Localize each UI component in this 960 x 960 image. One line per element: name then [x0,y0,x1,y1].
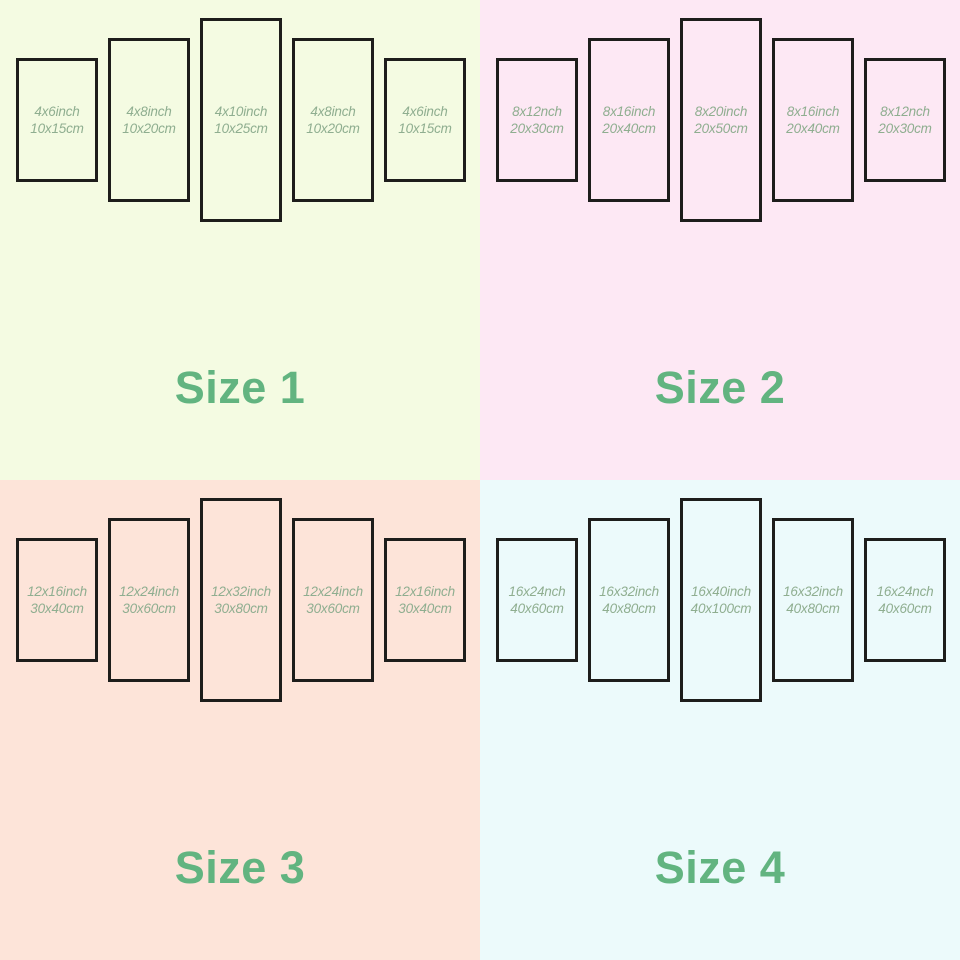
panel-size-cm: 10x20cm [306,121,360,136]
canvas-panel[interactable]: 4x6inch 10x15cm [16,58,98,182]
size-option-title: Size 1 [174,362,306,413]
panel-size-cm: 30x80cm [214,601,268,616]
canvas-panel[interactable]: 4x8inch 10x20cm [108,38,190,202]
size-option-title: Size 3 [174,842,306,893]
panel-size-inch: 8x16inch [786,104,840,119]
panel-size-inch: 8x20inch [694,104,748,119]
panel-size-cm: 20x40cm [602,121,656,136]
canvas-panel[interactable]: 16x24nch 40x60cm [496,538,578,662]
canvas-panel[interactable]: 16x32inch 40x80cm [588,518,670,682]
panel-size-inch: 8x12nch [880,104,930,119]
panel-size-inch: 8x16inch [602,104,656,119]
panel-size-cm: 30x60cm [122,601,176,616]
canvas-panel[interactable]: 12x32inch 30x80cm [200,498,282,702]
panel-size-inch: 4x6inch [34,104,80,119]
size-option-title: Size 2 [654,362,786,413]
panel-size-cm: 10x25cm [214,121,268,136]
panel-size-cm: 30x40cm [398,601,452,616]
panel-group: 12x16inch 30x40cm 12x24inch 30x60cm 12x32inc… [0,480,480,880]
canvas-panel[interactable]: 8x16inch 20x40cm [588,38,670,202]
panel-size-inch: 12x16inch [395,584,455,599]
panel-size-cm: 40x60cm [510,601,564,616]
canvas-panel[interactable]: 8x20inch 20x50cm [680,18,762,222]
panel-size-cm: 40x80cm [786,601,840,616]
panel-size-cm: 40x80cm [602,601,656,616]
size-option-title: Size 4 [654,842,786,893]
panel-size-inch: 4x10inch [214,104,268,119]
panel-size-cm: 20x30cm [878,121,932,136]
canvas-panel[interactable]: 12x16inch 30x40cm [384,538,466,662]
panel-size-inch: 12x32inch [211,584,271,599]
panel-group: 8x12nch 20x30cm 8x16inch 20x40cm 8x20inch 20x… [480,0,960,400]
canvas-panel[interactable]: 12x24inch 30x60cm [292,518,374,682]
canvas-panel[interactable]: 4x8inch 10x20cm [292,38,374,202]
canvas-panel[interactable]: 8x12nch 20x30cm [496,58,578,182]
panel-size-cm: 30x40cm [30,601,84,616]
panel-group: 16x24nch 40x60cm 16x32inch 40x80cm 16x40inch… [480,480,960,880]
panel-size-inch: 4x6inch [402,104,448,119]
panel-size-cm: 20x40cm [786,121,840,136]
panel-size-cm: 40x60cm [878,601,932,616]
quadrant-size-2: 8x12nch 20x30cm 8x16inch 20x40cm 8x20inch 20x… [480,0,960,480]
panel-size-inch: 12x24inch [303,584,363,599]
panel-size-inch: 8x12nch [512,104,562,119]
canvas-panel[interactable]: 16x40inch 40x100cm [680,498,762,702]
panel-size-inch: 16x24nch [508,584,566,599]
panel-size-inch: 16x24nch [876,584,934,599]
canvas-panel[interactable]: 16x32inch 40x80cm [772,518,854,682]
panel-size-inch: 12x24inch [119,584,179,599]
panel-size-cm: 10x20cm [122,121,176,136]
panel-size-inch: 16x40inch [691,584,751,599]
panel-size-cm: 20x50cm [694,121,748,136]
quadrant-size-4: 16x24nch 40x60cm 16x32inch 40x80cm 16x40inch… [480,480,960,960]
canvas-panel[interactable]: 4x6inch 10x15cm [384,58,466,182]
panel-group: 4x6inch 10x15cm 4x8inch 10x20cm 4x10inch 10x2… [0,0,480,400]
canvas-panel[interactable]: 8x12nch 20x30cm [864,58,946,182]
panel-size-inch: 16x32inch [783,584,843,599]
canvas-panel[interactable]: 12x24inch 30x60cm [108,518,190,682]
quadrant-size-1: 4x6inch 10x15cm 4x8inch 10x20cm 4x10inch 10x2… [0,0,480,480]
panel-size-cm: 20x30cm [510,121,564,136]
panel-size-inch: 4x8inch [310,104,356,119]
panel-size-inch: 4x8inch [126,104,172,119]
panel-size-inch: 16x32inch [599,584,659,599]
canvas-panel[interactable]: 12x16inch 30x40cm [16,538,98,662]
canvas-panel[interactable]: 16x24nch 40x60cm [864,538,946,662]
panel-size-inch: 12x16inch [27,584,87,599]
quadrant-size-3: 12x16inch 30x40cm 12x24inch 30x60cm 12x32inc… [0,480,480,960]
panel-size-cm: 40x100cm [690,601,752,616]
panel-size-cm: 30x60cm [306,601,360,616]
panel-size-cm: 10x15cm [398,121,452,136]
canvas-panel[interactable]: 4x10inch 10x25cm [200,18,282,222]
canvas-panel[interactable]: 8x16inch 20x40cm [772,38,854,202]
panel-size-cm: 10x15cm [30,121,84,136]
